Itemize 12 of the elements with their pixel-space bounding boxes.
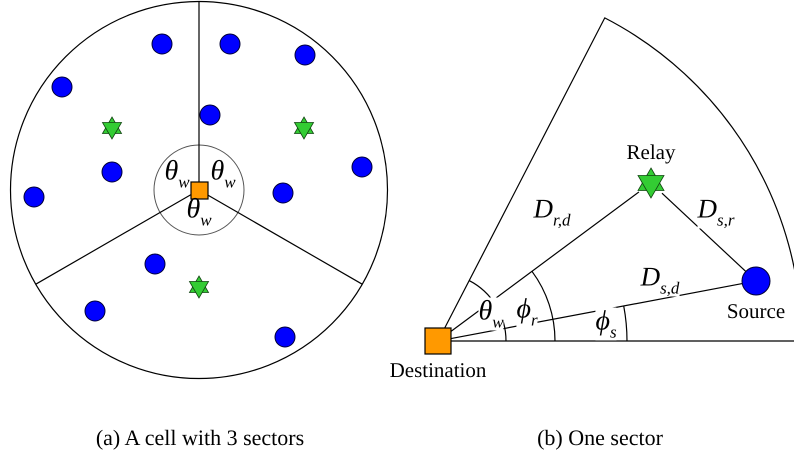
angle-label: θ$_{w}$: [210, 158, 236, 190]
angle-label: θ$_{w}$: [478, 298, 504, 330]
angle-label: ϕ$_{r}$: [516, 296, 538, 328]
angle-label: θ$_{w}$: [164, 158, 190, 190]
caption: (a) A cell with 3 sectors: [96, 427, 304, 449]
caption: (b) One sector: [537, 427, 663, 449]
connector-line: [662, 192, 746, 272]
node-label: Source: [726, 299, 786, 323]
node-label: Relay: [626, 140, 676, 164]
node-label: Destination: [388, 358, 488, 382]
connector-line: [450, 191, 640, 332]
angle-label: ϕ$_{s}$: [595, 308, 617, 340]
